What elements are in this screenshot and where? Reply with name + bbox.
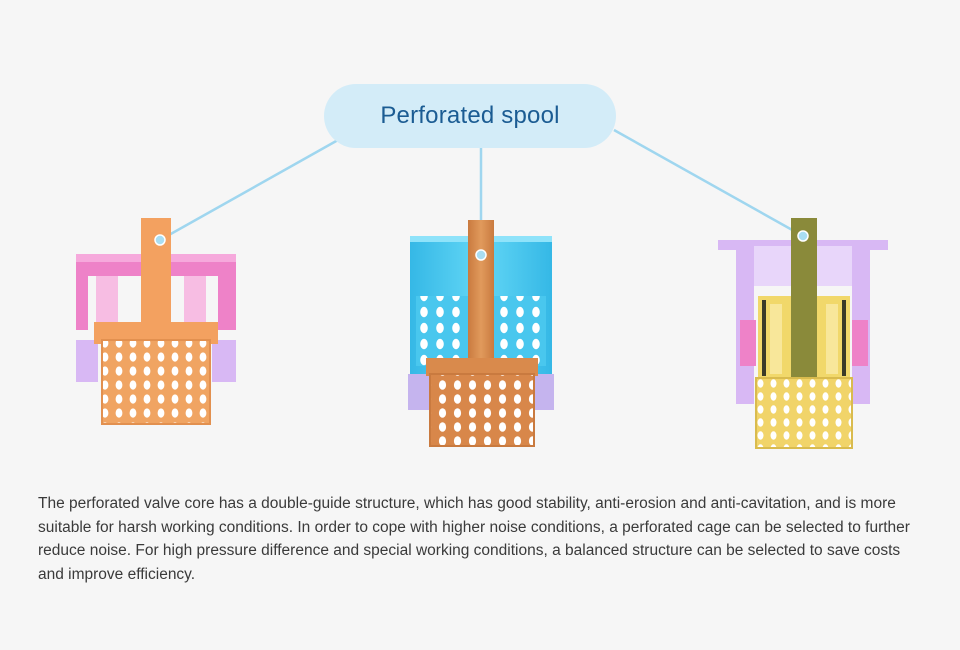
center-spool-cap: [426, 358, 538, 376]
right-olive-stem: [791, 218, 817, 390]
center-lavender-base-right: [532, 374, 554, 410]
left-spool-stem: [141, 218, 171, 324]
valve-center-illustration: [408, 220, 554, 447]
connector-right: [613, 128, 804, 238]
left-perforated-cage: [101, 339, 211, 425]
right-pink-ring-left: [740, 320, 756, 366]
center-perforated-cage: [429, 373, 535, 447]
left-lavender-ring-right: [212, 340, 236, 382]
right-perforated-cage: [755, 377, 853, 449]
right-connector-dot: [797, 230, 809, 242]
valve-right-illustration: [718, 218, 888, 449]
center-lavender-base-left: [408, 374, 430, 410]
diagram-title: Perforated spool: [380, 102, 560, 129]
description-paragraph: The perforated valve core has a double-g…: [38, 495, 910, 583]
valve-left-illustration: [76, 218, 236, 425]
title-pill: Perforated spool: [324, 84, 616, 148]
left-connector-dot: [154, 234, 166, 246]
center-connector-dot: [475, 249, 487, 261]
right-pink-ring-right: [852, 320, 868, 366]
connector-left: [159, 138, 339, 242]
left-lavender-ring-left: [76, 340, 98, 382]
left-spool-cap: [94, 322, 218, 344]
left-pink-body: [76, 254, 236, 330]
center-spool-stem: [468, 220, 494, 360]
